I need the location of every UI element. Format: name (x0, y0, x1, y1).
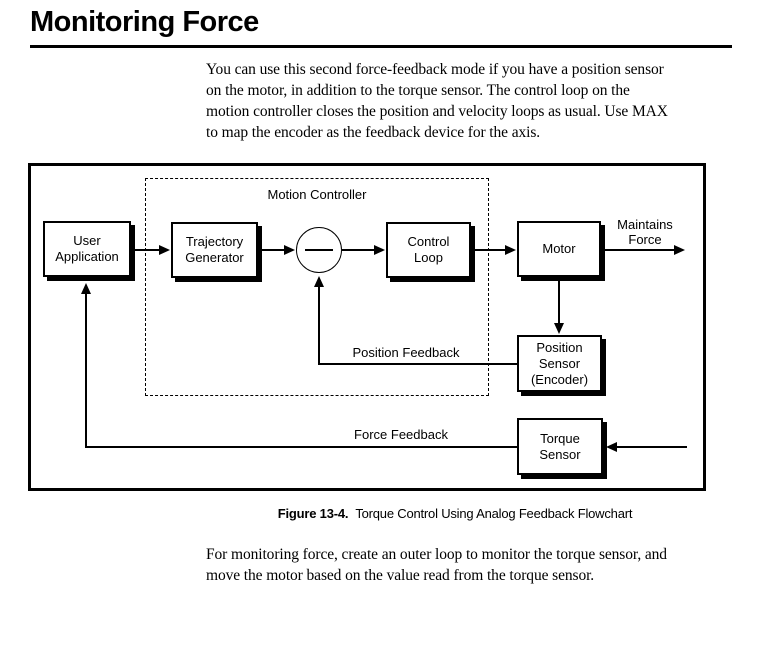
arrow-control-to-motor-line (471, 249, 505, 251)
paragraph-line: move the motor based on the value read f… (206, 567, 595, 584)
edge-label-line: Maintains (617, 217, 673, 232)
node-label-line: Trajectory (185, 234, 244, 249)
node-label-line: Position (536, 339, 583, 355)
paragraph-line: on the motor, in addition to the torque … (206, 82, 630, 99)
node-label-line: Sensor (538, 355, 581, 371)
force-feedback-head (81, 283, 91, 294)
force-feedback-label: Force Feedback (354, 427, 448, 442)
title-rule (30, 45, 732, 48)
node-label-line: (Encoder) (530, 371, 589, 387)
paragraph-line: to map the encoder as the feedback devic… (206, 124, 541, 141)
node-trajectory-generator: Trajectory Generator (171, 222, 258, 278)
arrow-sum-to-control-head (374, 245, 385, 255)
position-feedback-head (314, 276, 324, 287)
torque-input-line (617, 446, 687, 448)
arrow-motor-to-sensor-head (554, 323, 564, 334)
node-control-loop: Control Loop (386, 222, 471, 278)
figure-caption-text: Torque Control Using Analog Feedback Flo… (355, 506, 633, 521)
motion-controller-label: Motion Controller (267, 187, 367, 202)
arrow-control-to-motor-head (505, 245, 516, 255)
edge-label-line: Force (628, 232, 662, 247)
arrow-trajectory-to-sum-head (284, 245, 295, 255)
node-label-line: Control (407, 234, 450, 249)
node-label-line: Torque (540, 430, 580, 446)
arrow-maintains-force-line (605, 249, 674, 251)
node-label-line: Generator (185, 250, 244, 265)
node-label-line: Loop (414, 250, 443, 265)
node-position-sensor: Position Sensor (Encoder) (517, 335, 602, 392)
position-feedback-hline (318, 363, 517, 365)
arrow-user-to-trajectory-line (131, 249, 159, 251)
arrow-trajectory-to-sum-line (258, 249, 284, 251)
node-label-line: Motor (542, 241, 576, 256)
node-label-line: User (73, 233, 101, 248)
position-feedback-vline (318, 287, 320, 364)
motion-controller-group-box (145, 178, 489, 396)
node-label-line: Sensor (539, 446, 581, 462)
node-label-line: Application (55, 249, 119, 264)
arrow-maintains-force-head (674, 245, 685, 255)
force-feedback-hline (85, 446, 517, 448)
torque-input-head (606, 442, 617, 452)
paragraph-line: You can use this second force-feedback m… (206, 61, 664, 78)
arrow-motor-to-sensor-line (558, 277, 560, 323)
intro-paragraph: You can use this second force-feedback m… (206, 59, 668, 143)
figure-caption: Figure 13-4. Torque Control Using Analog … (200, 506, 710, 521)
flowchart-frame: Motion Controller User Application Traje… (28, 163, 706, 491)
force-feedback-vline (85, 294, 87, 447)
closing-paragraph: For monitoring force, create an outer lo… (206, 544, 667, 586)
node-motor: Motor (517, 221, 601, 277)
figure-caption-label: Figure 13-4. (277, 506, 349, 521)
paragraph-line: For monitoring force, create an outer lo… (206, 546, 667, 563)
paragraph-line: motion controller closes the position an… (206, 103, 668, 120)
arrow-user-to-trajectory-head (159, 245, 170, 255)
minus-sign (305, 249, 333, 251)
maintains-force-label: Maintains Force (601, 217, 689, 247)
node-torque-sensor: Torque Sensor (517, 418, 603, 475)
position-feedback-label: Position Feedback (352, 345, 460, 360)
arrow-sum-to-control-line (342, 249, 374, 251)
summing-junction (296, 227, 342, 273)
node-user-application: User Application (43, 221, 131, 277)
page-title: Monitoring Force (30, 6, 259, 38)
